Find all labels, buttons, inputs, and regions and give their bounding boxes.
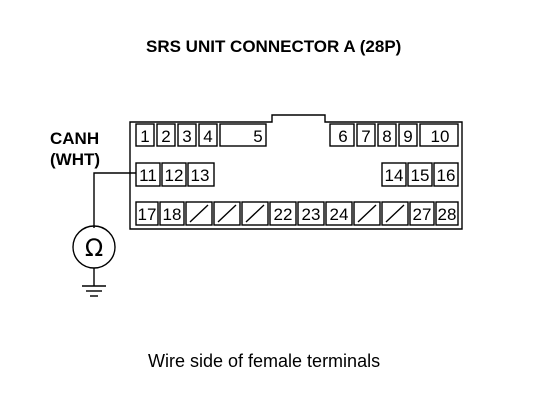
pin-label: 24	[330, 205, 349, 224]
pin-cell	[135, 123, 155, 147]
pin-cell	[219, 123, 267, 147]
pin-cell	[135, 201, 159, 226]
pin-label: 15	[411, 166, 430, 185]
pin-label: 11	[139, 166, 157, 185]
pin-label: 2	[161, 127, 170, 146]
pin-label: 28	[438, 205, 457, 224]
pin-row-1: 1 2 3 4 5 6 7 8 9 10	[135, 123, 459, 147]
pin-cell	[187, 162, 215, 187]
pin-cell	[419, 123, 459, 147]
pin-label: 12	[165, 166, 184, 185]
pin-label: 13	[191, 166, 210, 185]
pin-cell-empty	[213, 201, 241, 226]
pin-label: 14	[385, 166, 404, 185]
ground-icon	[82, 268, 106, 297]
wire-color-label: (WHT)	[50, 150, 100, 169]
pin-cell	[325, 201, 353, 226]
empty-slash	[385, 204, 405, 223]
pin-label: 9	[403, 127, 412, 146]
pin-cell-empty	[185, 201, 213, 226]
pin-cell-empty	[381, 201, 409, 226]
pin-cell	[398, 123, 418, 147]
pin-cell	[407, 162, 433, 187]
pin-cell	[156, 123, 176, 147]
pin-label: 6	[338, 127, 347, 146]
pin-cell	[135, 162, 161, 187]
pin-label: 1	[140, 127, 149, 146]
pin-label: 22	[274, 205, 293, 224]
ohmmeter: Ω	[72, 225, 116, 269]
pin-label: 5	[253, 127, 262, 146]
pin-cell	[381, 162, 407, 187]
pin-label: 16	[437, 166, 456, 185]
pin-label: 27	[413, 205, 432, 224]
pin-label: 8	[382, 127, 391, 146]
pin-label: 10	[431, 127, 450, 146]
diagram-title: SRS UNIT CONNECTOR A (28P)	[146, 37, 401, 56]
pin-cell	[433, 162, 459, 187]
pin-cell	[161, 162, 187, 187]
pin-label: 4	[203, 127, 212, 146]
pin-label: 17	[138, 205, 157, 224]
pin-row-2: 11 12 13 14 15 16	[135, 162, 459, 187]
pin-row-3: 17 18 22 23 24 27 28	[135, 201, 459, 226]
ohm-icon: Ω	[85, 234, 103, 262]
pin-label: 23	[302, 205, 321, 224]
pin-cell	[356, 123, 376, 147]
pin-cell	[435, 201, 459, 226]
pin-cell	[297, 201, 325, 226]
pin-cell	[159, 201, 185, 226]
pin-label: 18	[163, 205, 182, 224]
pin-cell-empty	[353, 201, 381, 226]
empty-slash	[245, 204, 265, 223]
wire-name-label: CANH	[50, 129, 99, 148]
pin-cell-empty	[241, 201, 269, 226]
diagram-caption: Wire side of female terminals	[148, 351, 380, 371]
pin-cell	[377, 123, 397, 147]
connector-outline	[129, 114, 463, 230]
empty-slash	[357, 204, 377, 223]
probe-wire	[93, 172, 136, 228]
pin-cell	[329, 123, 355, 147]
empty-slash	[189, 204, 209, 223]
pin-cell	[177, 123, 197, 147]
pin-label: 3	[182, 127, 191, 146]
pin-label: 7	[361, 127, 370, 146]
empty-slash	[217, 204, 237, 223]
pin-cell	[409, 201, 435, 226]
pin-cell	[198, 123, 218, 147]
pin-cell	[269, 201, 297, 226]
